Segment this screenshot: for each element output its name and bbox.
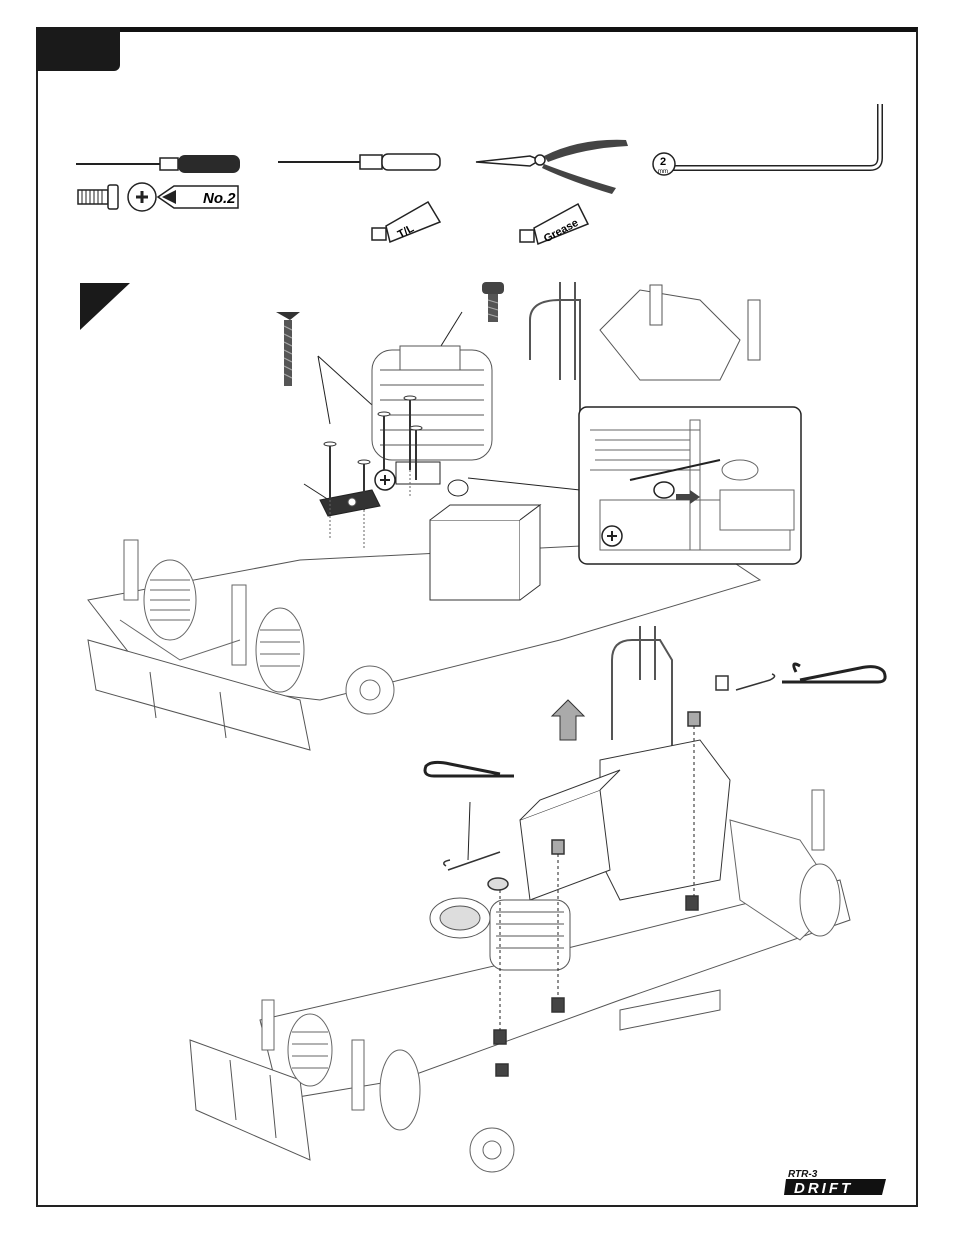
bit-size-label: No.2 [203,190,236,207]
hobby-knife-icon [278,154,440,170]
threadlock-tube-icon: T/L [372,202,440,242]
phillips-head-icon [128,183,156,211]
hex-wrench-icon: 2 mm [653,104,880,175]
body-clip-icon [782,664,885,682]
step-marker [80,283,130,330]
grease-tube-icon: Grease [520,204,588,245]
phillips-screwdriver-icon [76,155,240,173]
logo-graphic: RTR-3 DRIFT [784,1165,888,1197]
hex-size-label: 2 [660,156,666,168]
detail-inset [579,407,801,564]
rtr3-drift-logo: RTR-3 DRIFT [784,1165,888,1197]
leader-line [468,802,470,860]
screw-icon [78,185,118,209]
short-screw-callout-icon [482,282,504,322]
svg-text:DRIFT: DRIFT [794,1180,853,1197]
long-screw-callout-icon [276,312,300,386]
body-clip-icon [425,762,514,776]
pliers-icon [476,140,628,194]
up-arrow-icon [552,700,584,740]
hex-unit-label: mm [658,169,668,175]
svg-text:RTR-3: RTR-3 [788,1169,818,1180]
bit-size-icon: No.2 [158,186,238,208]
